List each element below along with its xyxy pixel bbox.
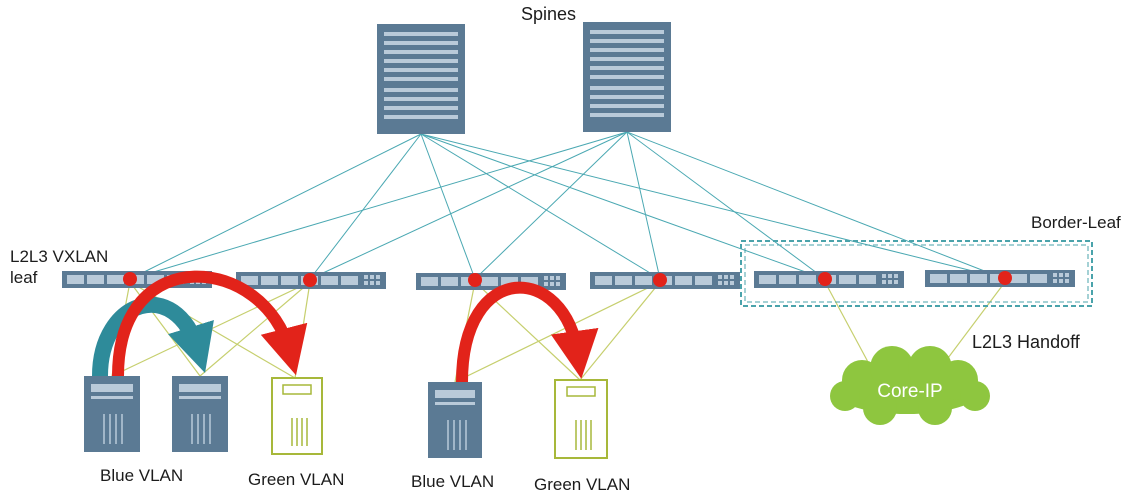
spine-switch-icon [377,24,465,134]
green-vlan-label: Green VLAN [534,475,630,494]
blue-server-icon [84,376,140,452]
green-server-icon [554,379,608,459]
vtep-dot-icon [818,272,832,286]
vtep-dot-icon [468,273,482,287]
spines-label: Spines [521,4,576,24]
vtep-dots [123,271,1012,287]
leaf-label-line2: leaf [10,268,38,287]
blue-server-icon [172,376,228,452]
handoff-label: L2L3 Handoff [972,332,1081,352]
vtep-dot-icon [123,272,137,286]
core-ip-label: Core-IP [877,381,942,402]
border-leaf-label: Border-Leaf [1031,213,1121,232]
cloud-icon [830,346,990,425]
green-server-icon [271,377,323,455]
fabric-links [129,131,1006,280]
green-vlan-label: Green VLAN [248,470,344,489]
spine-switch-icon [583,22,671,132]
vtep-dot-icon [998,271,1012,285]
routing-arrow [456,281,599,383]
vtep-dot-icon [303,273,317,287]
blue-vlan-label: Blue VLAN [100,466,183,485]
leaf-label-line1: L2L3 VXLAN [10,247,108,266]
routing-arrow [112,270,308,377]
blue-vlan-label: Blue VLAN [411,472,494,491]
blue-server-icon [428,382,482,458]
vtep-dot-icon [653,273,667,287]
